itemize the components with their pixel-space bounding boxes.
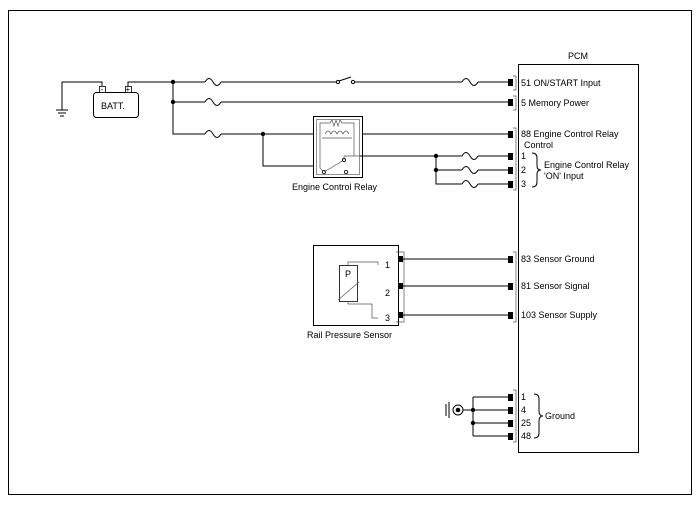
fuse-ecr-1	[461, 152, 479, 160]
pin-label-sensor-signal: 81 Sensor Signal	[521, 281, 590, 291]
engine-control-relay: Engine Control Relay	[292, 116, 378, 192]
ecr-input-brace	[531, 152, 542, 188]
pcm-title: PCM	[568, 51, 588, 61]
ground-circuit	[445, 396, 508, 437]
pin-label-sensor-supply: 103 Sensor Supply	[521, 310, 598, 320]
ground-brace	[533, 393, 544, 439]
sensor-pin-1: 1	[385, 260, 390, 270]
pin-label-relay-control: 88 Engine Control Relay	[521, 129, 619, 139]
sensor-symbol: P	[345, 269, 351, 279]
fuse-relay	[204, 130, 222, 138]
pin-label-on-start: 51 ON/START Input	[521, 78, 601, 88]
sensor-label: Rail Pressure Sensor	[307, 330, 392, 340]
fuse-on-start-2	[461, 78, 479, 86]
pin-label-relay-control-2: Control	[524, 140, 553, 150]
on-start-circuit	[173, 76, 508, 86]
pin-label-sensor-ground: 83 Sensor Ground	[521, 254, 595, 264]
ground-group-label: Ground	[545, 411, 575, 421]
battery: BATT. - +	[93, 85, 139, 118]
pin-label-ground-25: 25	[521, 418, 531, 428]
ignition-switch	[335, 76, 356, 85]
fuse-ecr-3	[461, 180, 479, 188]
battery-negative-terminal	[99, 86, 106, 93]
battery-ground-wire	[56, 81, 103, 117]
relay-out-junction-2	[433, 167, 439, 173]
pin-label-ecr-2: 2	[521, 165, 526, 175]
ecr-on-input-label-1: Engine Control Relay	[544, 160, 630, 170]
pin-label-ground-4: 4	[521, 405, 526, 415]
chassis-ground-icon	[445, 402, 464, 418]
pin-label-ground-1: 1	[521, 392, 526, 402]
diagram-frame	[8, 10, 692, 495]
fuse-ecr-2	[461, 166, 479, 174]
pin-label-memory-power: 5 Memory Power	[521, 98, 589, 108]
pcm-connector-pins	[508, 75, 517, 443]
ecr-on-input-label-2: 'ON' Input	[544, 171, 584, 181]
group-braces: Engine Control Relay 'ON' Input Ground	[531, 152, 630, 439]
relay-output-circuit	[360, 152, 508, 188]
pcm-module: PCM	[518, 51, 639, 453]
sensor-circuit	[396, 251, 508, 323]
pcm-pin-labels: 51 ON/START Input 5 Memory Power 88 Engi…	[521, 78, 619, 441]
pin-label-ground-48: 48	[521, 431, 531, 441]
fuse-memory-power	[204, 98, 222, 106]
battery-negative-symbol: -	[101, 85, 104, 94]
sensor-pin-2: 2	[385, 288, 390, 298]
battery-positive-symbol: +	[126, 85, 131, 94]
pin-label-ecr-1: 1	[521, 151, 526, 161]
battery-label: BATT.	[101, 101, 125, 111]
relay-control-circuit	[172, 102, 508, 167]
memory-power-circuit	[173, 98, 508, 106]
relay-label: Engine Control Relay	[292, 182, 378, 192]
rail-pressure-sensor: P 1 2 3 Rail Pressure Sensor	[307, 245, 399, 340]
battery-positive-terminal	[125, 86, 132, 93]
fuse-on-start	[204, 78, 222, 86]
sensor-pin-3: 3	[385, 313, 390, 323]
pin-label-ecr-3: 3	[521, 179, 526, 189]
battery-positive-wire	[127, 81, 173, 86]
